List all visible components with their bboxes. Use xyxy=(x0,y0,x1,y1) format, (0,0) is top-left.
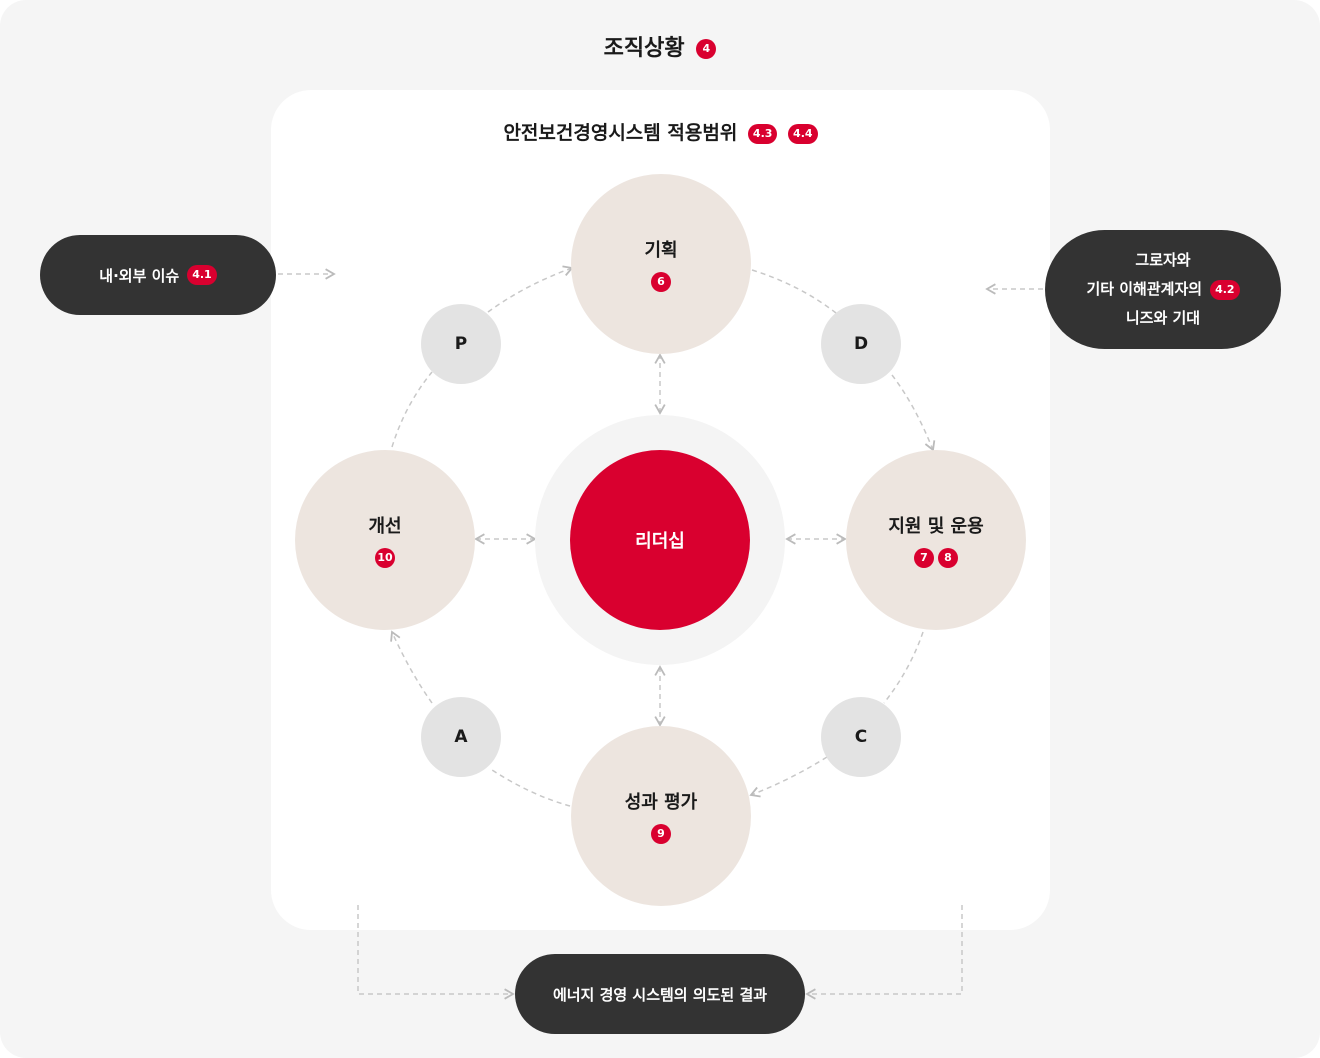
support-badge-2: 8 xyxy=(938,548,958,568)
planning-label: 기획 xyxy=(644,240,678,261)
needs-line-2: 기타 이해관계자의 xyxy=(1086,280,1203,298)
arrow-outcome-right xyxy=(805,905,963,1000)
scope-badge-1: 4.3 xyxy=(747,123,778,144)
arc-planning-to-d xyxy=(751,269,837,314)
issues-pill: 내·외부 이슈 4.1 xyxy=(40,235,276,315)
arc-evaluation-to-a xyxy=(488,767,571,807)
evaluation-label: 성과 평가 xyxy=(624,792,698,813)
arc-p-to-planning xyxy=(487,265,574,313)
evaluation-badge: 9 xyxy=(651,824,671,844)
needs-line-1: 그로자와 xyxy=(1135,251,1191,269)
arc-improvement-to-p xyxy=(391,371,433,448)
needs-line-2-row: 기타 이해관계자의 4.2 xyxy=(1086,275,1240,304)
arc-d-to-support xyxy=(891,374,936,452)
needs-badge: 4.2 xyxy=(1210,279,1240,300)
needs-line-3: 니즈와 기대 xyxy=(1125,309,1201,327)
pdca-a: A xyxy=(421,697,501,777)
scope-title-text: 안전보건경영시스템 적용범위 xyxy=(503,122,738,144)
outcome-pill: 에너지 경영 시스템의 의도된 결과 xyxy=(515,954,805,1034)
needs-pill: 그로자와 기타 이해관계자의 4.2 니즈와 기대 xyxy=(1045,230,1281,349)
support-label: 지원 및 운용 xyxy=(888,516,984,537)
issues-label: 내·외부 이슈 xyxy=(99,266,180,285)
arc-a-to-improvement xyxy=(390,630,433,704)
improvement-circle: 개선 10 xyxy=(295,450,475,630)
title-text: 조직상황 xyxy=(603,36,685,61)
pdca-d: D xyxy=(821,304,901,384)
support-circle: 지원 및 운용 7 8 xyxy=(846,450,1026,630)
pdca-p: P xyxy=(421,304,501,384)
planning-badge: 6 xyxy=(651,272,671,292)
support-badge-1: 7 xyxy=(914,548,934,568)
improvement-label: 개선 xyxy=(368,516,402,537)
arrow-outcome-left xyxy=(357,905,515,1000)
pdca-c: C xyxy=(821,697,901,777)
leadership-circle: 리더십 xyxy=(570,450,750,630)
scope-title: 안전보건경영시스템 적용범위 4.3 4.4 xyxy=(271,118,1050,145)
arc-c-to-evaluation xyxy=(749,756,828,798)
title-badge: 4 xyxy=(696,39,717,59)
improvement-badge: 10 xyxy=(375,548,395,568)
evaluation-circle: 성과 평가 9 xyxy=(571,726,751,906)
arc-support-to-c xyxy=(883,631,924,704)
leadership-label: 리더십 xyxy=(635,531,685,552)
outcome-label: 에너지 경영 시스템의 의도된 결과 xyxy=(552,985,768,1004)
issues-badge: 4.1 xyxy=(187,265,217,285)
scope-badge-2: 4.4 xyxy=(788,123,818,144)
planning-circle: 기획 6 xyxy=(571,174,751,354)
page-title: 조직상황 4 xyxy=(0,30,1320,62)
